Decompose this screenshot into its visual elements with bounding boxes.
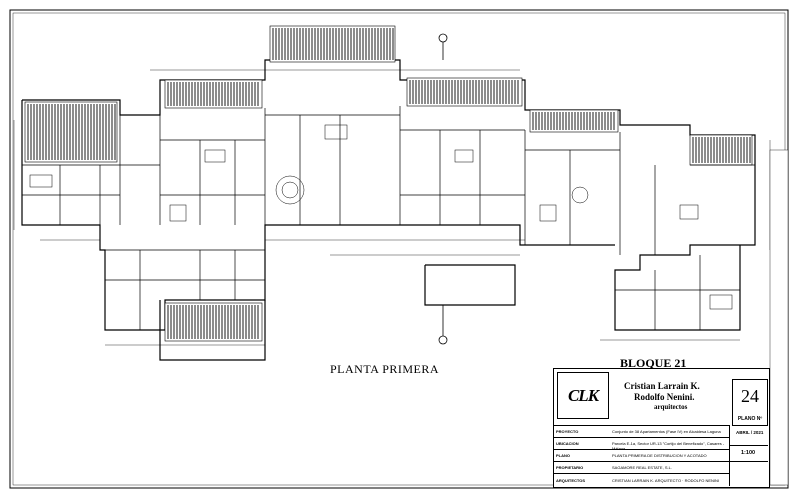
title-row: PLANO PLANTA PRIMERA DE DISTRIBUCION Y A…	[554, 449, 729, 462]
title-row: PROPIETARIO SAGAMORE REAL ESTATE, S.L.	[554, 461, 729, 474]
title-row-value: CRISTIAN LARRAIN K. ARQUITECTO · RODOLFO…	[612, 478, 720, 483]
title-row-value: Conjunto de 38 Apartamentos (Fase IV) en…	[612, 429, 721, 434]
title-row-value: SAGAMORE REAL ESTATE, S.L.	[612, 465, 672, 470]
axis-marker	[438, 33, 448, 345]
sheet-number-label: PLANO Nº	[737, 416, 763, 422]
logo-lettering: CLK	[567, 385, 599, 405]
title-row-key: PROPIETARIO	[556, 465, 584, 470]
architect-role: arquitectos	[654, 403, 688, 411]
title-row: ARQUITECTOS CRISTIAN LARRAIN K. ARQUITEC…	[554, 473, 729, 487]
plan-title: PLANTA PRIMERA	[330, 362, 440, 376]
sheet-number-box: 24 PLANO Nº	[732, 379, 768, 426]
title-block: CLK Cristian Larrain K. Rodolfo Nenini. …	[553, 368, 770, 488]
hatch-lines	[27, 28, 751, 339]
right-margin-panel	[769, 149, 789, 486]
title-row: PROYECTO Conjunto de 38 Apartamentos (Fa…	[554, 425, 729, 438]
drawing-date: ABRIL / 2021	[736, 430, 764, 435]
title-row-value: Parcela E-1a, Sector UR-13 "Cortijo del …	[612, 441, 725, 450]
furniture	[29, 124, 733, 310]
sheet-number: 24	[741, 386, 759, 406]
title-row-key: UBICACION	[556, 441, 579, 446]
building-outline	[21, 59, 756, 361]
interior-walls	[22, 106, 755, 330]
architect-name-1: Cristian Larrain K.	[624, 381, 700, 391]
title-row-key: PROYECTO	[556, 429, 579, 434]
block-title: BLOQUE 21	[620, 356, 687, 370]
architect-logo: CLK	[557, 372, 609, 419]
architect-name-2: Rodolfo Nenini.	[634, 392, 695, 402]
dimension-lines	[13, 69, 771, 346]
title-row: UBICACION Parcela E-1a, Sector UR-13 "Co…	[554, 437, 729, 450]
title-block-divider	[729, 425, 730, 486]
title-block-divider	[730, 461, 768, 462]
drawing-scale: 1:100	[741, 450, 756, 456]
title-block-divider	[730, 445, 768, 446]
title-row-value: PLANTA PRIMERA DE DISTRIBUCION Y ACOTADO	[612, 453, 707, 458]
title-row-key: PLANO	[556, 453, 570, 458]
terrace-hatching	[24, 25, 753, 342]
title-row-key: ARQUITECTOS	[556, 478, 586, 483]
